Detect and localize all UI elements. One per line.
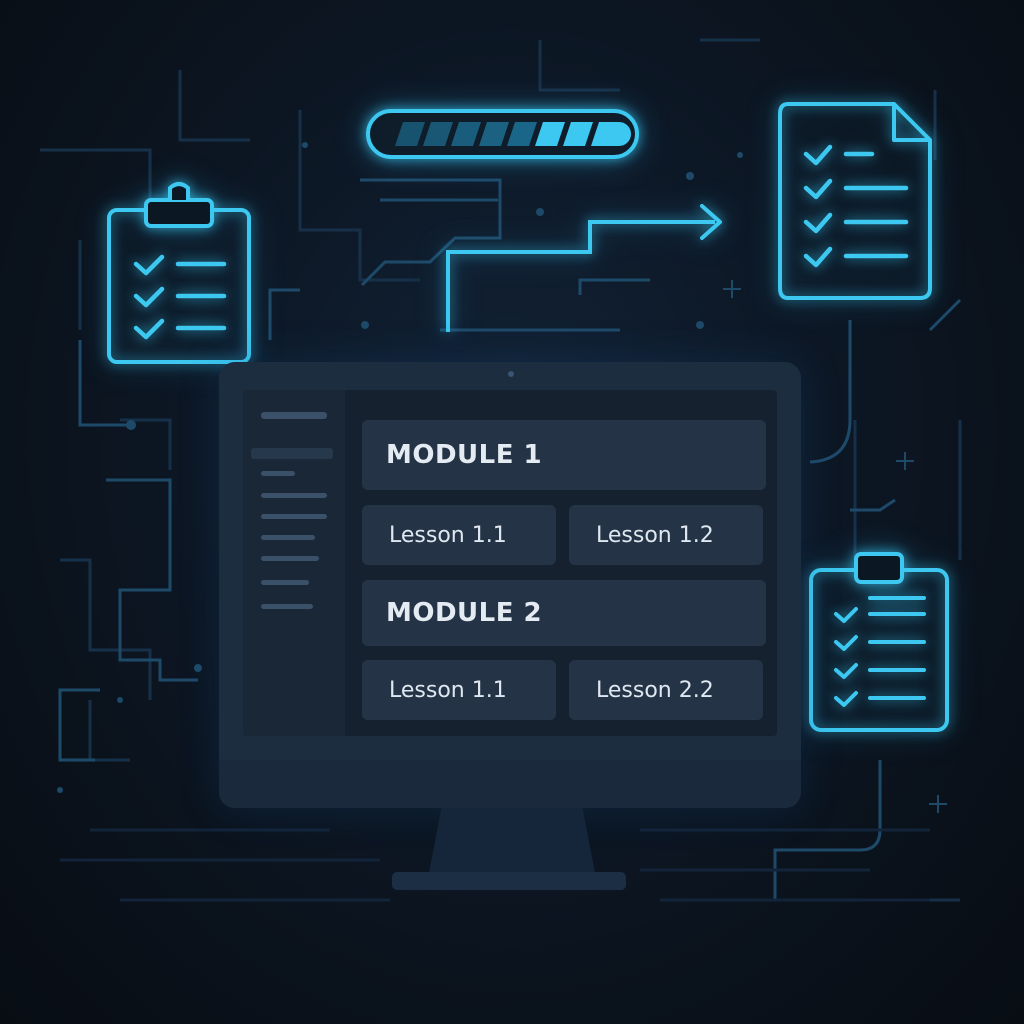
progress-segment bbox=[591, 122, 631, 146]
lesson-2-2-button[interactable]: Lesson 2.2 bbox=[569, 660, 763, 720]
lesson-2-1-button[interactable]: Lesson 1.1 bbox=[362, 660, 556, 720]
progress-segment bbox=[507, 122, 537, 146]
lesson-1-1-button[interactable]: Lesson 1.1 bbox=[362, 505, 556, 565]
sidebar-item[interactable] bbox=[261, 514, 327, 519]
clipboard-checklist-icon-left bbox=[107, 182, 251, 364]
sidebar-item[interactable] bbox=[261, 471, 295, 476]
progress-segment bbox=[563, 122, 593, 146]
clipboard-checklist-icon-right bbox=[809, 552, 949, 732]
monitor-stand-neck bbox=[428, 808, 596, 878]
arrow-right-icon bbox=[446, 204, 722, 332]
course-content: MODULE 1 Lesson 1.1 Lesson 1.2 MODULE 2 … bbox=[345, 390, 777, 736]
camera-dot bbox=[508, 371, 514, 377]
progress-segment bbox=[423, 122, 453, 146]
module-1-header[interactable]: MODULE 1 bbox=[362, 420, 766, 490]
sidebar-item[interactable] bbox=[261, 493, 327, 498]
sidebar-item[interactable] bbox=[261, 580, 309, 585]
progress-segment bbox=[395, 122, 425, 146]
monitor-stand-base bbox=[392, 872, 626, 890]
progress-segment bbox=[479, 122, 509, 146]
monitor-screen: MODULE 1 Lesson 1.1 Lesson 1.2 MODULE 2 … bbox=[243, 390, 777, 736]
sidebar-item[interactable] bbox=[261, 556, 319, 561]
lesson-1-2-button[interactable]: Lesson 1.2 bbox=[569, 505, 763, 565]
monitor: MODULE 1 Lesson 1.1 Lesson 1.2 MODULE 2 … bbox=[219, 362, 801, 808]
sidebar bbox=[243, 390, 345, 736]
sidebar-item[interactable] bbox=[251, 448, 333, 459]
sidebar-item[interactable] bbox=[261, 412, 327, 419]
document-checklist-icon bbox=[778, 102, 932, 300]
sidebar-item[interactable] bbox=[261, 535, 315, 540]
monitor-chin bbox=[219, 760, 801, 808]
sidebar-item[interactable] bbox=[261, 604, 313, 609]
progress-segment bbox=[535, 122, 565, 146]
progress-segment bbox=[451, 122, 481, 146]
progress-bar-icon bbox=[366, 109, 639, 159]
module-2-header[interactable]: MODULE 2 bbox=[362, 580, 766, 646]
